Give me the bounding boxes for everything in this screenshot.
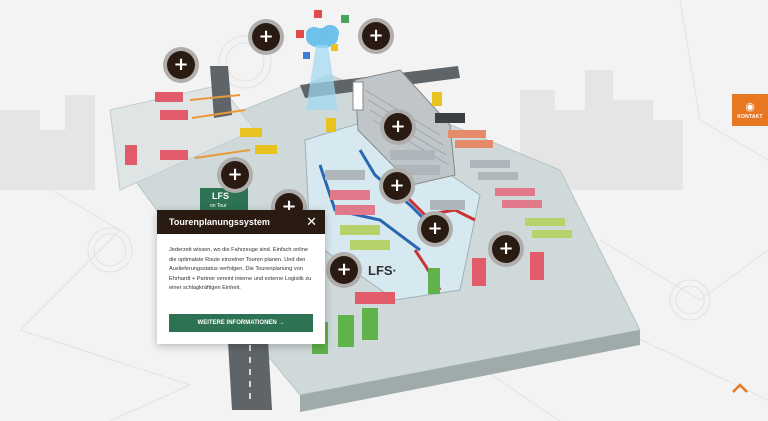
rack-rows [325, 150, 465, 250]
hotspot-picking[interactable]: + [379, 168, 415, 204]
plus-icon: + [336, 259, 352, 280]
popup-text: Jederzeit wissen, wo die Fahrzeuge sind.… [169, 247, 312, 292]
hotspot-yard[interactable]: + [163, 47, 199, 83]
plus-icon: + [368, 25, 384, 46]
chat-bubbles-icon: ◉ [745, 99, 755, 113]
plus-icon: + [258, 26, 274, 47]
lfs-sign-subtext: on Tour [210, 203, 227, 209]
cloud-icon [296, 10, 349, 110]
more-info-button[interactable]: WEITERE INFORMATIONEN → [169, 314, 313, 332]
info-popup: Tourenplanungssystem ✕ Jederzeit wissen,… [157, 210, 325, 344]
outdoor-storage [435, 113, 572, 238]
chevron-up-icon[interactable] [730, 380, 750, 396]
plus-icon: + [173, 54, 189, 75]
plus-icon: + [498, 238, 514, 259]
plus-icon: + [390, 116, 406, 137]
hotspot-docks[interactable]: + [217, 157, 253, 193]
building-logo: LFS· [368, 263, 397, 278]
popup-header: Tourenplanungssystem ✕ [157, 210, 325, 234]
hotspot-shipping[interactable]: + [326, 252, 362, 288]
lfs-on-tour-sign [200, 188, 248, 210]
lfs-sign-text: LFS [212, 191, 229, 201]
plus-icon: + [427, 218, 443, 239]
hotspot-conveyor[interactable]: + [417, 211, 453, 247]
hotspot-outdoor[interactable]: + [488, 231, 524, 267]
hotspot-top-left[interactable]: + [248, 19, 284, 55]
plus-icon: + [389, 175, 405, 196]
hotspot-top-right[interactable]: + [358, 18, 394, 54]
kontakt-label: KONTAKT [737, 113, 763, 120]
close-icon[interactable]: ✕ [306, 214, 317, 230]
kontakt-button[interactable]: ◉ KONTAKT [732, 94, 768, 126]
hotspot-high-rack[interactable]: + [380, 109, 416, 145]
popup-title: Tourenplanungssystem [169, 217, 270, 227]
plus-icon: + [227, 164, 243, 185]
road-left [210, 66, 232, 118]
